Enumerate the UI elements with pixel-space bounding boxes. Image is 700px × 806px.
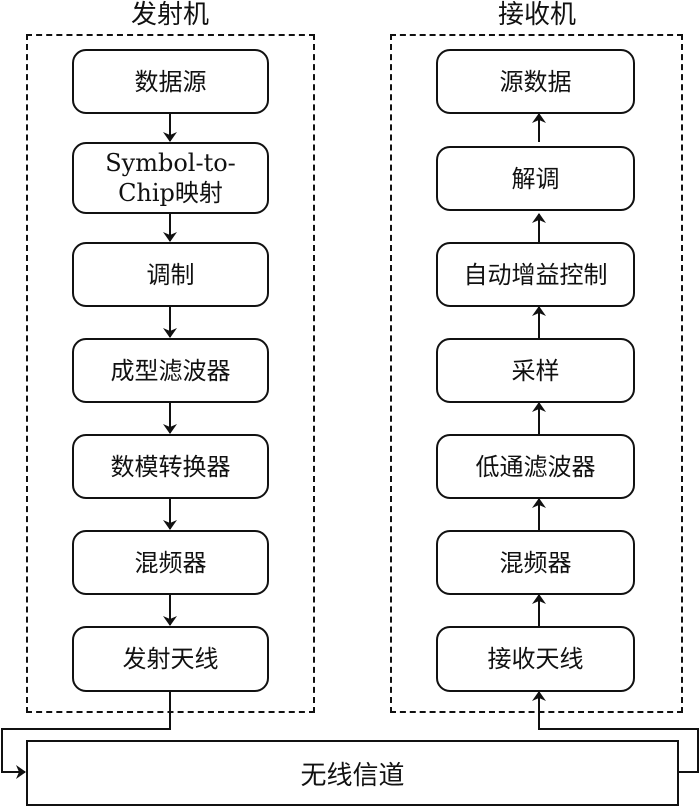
tx-block-label: 数据源 [134,67,207,96]
receiver-container [390,34,683,713]
rx-block-label: 解调 [511,164,560,193]
tx-block-dac: 数模转换器 [72,434,269,499]
transmitter-title: 发射机 [130,0,209,30]
tx-block-transmit-antenna: 发射天线 [72,626,269,692]
rx-block-label: 混频器 [499,548,572,577]
tx-block-data-source: 数据源 [72,49,269,114]
rx-block-label: 接收天线 [487,645,584,673]
rx-block-label: 低通滤波器 [475,452,596,481]
channel-label: 无线信道 [300,760,405,791]
rx-block-label: 自动增益控制 [463,260,608,289]
rx-block-source-data: 源数据 [436,49,635,114]
rx-block-agc: 自动增益控制 [436,242,635,307]
tx-block-label-line1: Symbol-to- [105,149,236,177]
tx-block-label: 成型滤波器 [110,356,231,385]
tx-block-shaping-filter: 成型滤波器 [72,338,269,403]
rx-block-sampling: 采样 [436,338,635,403]
tx-block-label: 数模转换器 [110,452,231,481]
tx-block-label: 混频器 [134,548,207,577]
rx-block-mixer: 混频器 [436,530,635,595]
tx-block-label: 发射天线 [122,645,219,673]
tx-block-modulation: 调制 [72,242,269,307]
rx-block-label: 源数据 [499,67,572,96]
tx-block-mixer: 混频器 [72,530,269,595]
tx-block-label-line2: Chip映射 [118,179,223,207]
tx-block-symbol-to-chip: Symbol-to- Chip映射 [72,142,269,214]
wireless-channel-block: 无线信道 [26,740,679,806]
rx-block-receive-antenna: 接收天线 [436,626,635,692]
tx-block-label: 调制 [146,260,195,289]
rx-block-label: 采样 [511,356,560,385]
rx-block-demodulation: 解调 [436,146,635,211]
receiver-title: 接收机 [497,0,576,30]
rx-block-lowpass-filter: 低通滤波器 [436,434,635,499]
